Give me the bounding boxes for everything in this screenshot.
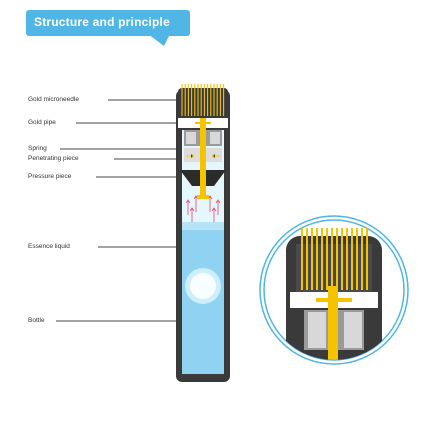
header-banner-tail: [148, 34, 170, 46]
gold-pipe-foot: [197, 195, 209, 199]
bottle-body: [176, 90, 230, 382]
flow-arrow: [211, 207, 217, 222]
label-essence-liquid: Essence liquid: [28, 243, 70, 250]
header-banner: [26, 10, 190, 36]
zoom-needle-base: [296, 244, 372, 292]
microneedle-array: [181, 84, 225, 116]
zoom-outer-ring: [259, 215, 409, 365]
zoom-detail: [259, 215, 409, 365]
label-pressure-piece: Pressure piece: [28, 173, 72, 180]
liquid-surface: [182, 222, 224, 230]
label-gold-microneedle: Gold microneedle: [28, 96, 79, 103]
flow-arrows: [185, 195, 221, 222]
gold-pipe: [200, 112, 206, 198]
flow-arrow: [215, 199, 221, 215]
zoom-gold-pipe: [328, 286, 338, 360]
header-title: Structure and principle: [34, 15, 170, 29]
label-bottle: Bottle: [28, 317, 45, 324]
microneedle-cap: [178, 88, 228, 118]
spring-block-highlight: [186, 132, 196, 144]
flow-arrow: [185, 199, 191, 215]
zoom-spring-highlight: [308, 312, 326, 348]
bubble-inner: [190, 273, 216, 299]
label-spring: Spring: [28, 145, 47, 152]
spring-block-highlight: [210, 132, 220, 144]
zoom-spring-highlight: [344, 312, 362, 348]
leader-lines: [56, 99, 184, 322]
zoom-needle-array: [301, 228, 368, 290]
flow-arrow: [189, 207, 195, 222]
gold-microneedle: [178, 84, 228, 118]
label-gold-pipe: Gold pipe: [28, 119, 56, 126]
label-penetrating-piece: Penetrating piece: [28, 155, 79, 162]
penetrating-arrows: [186, 153, 220, 159]
